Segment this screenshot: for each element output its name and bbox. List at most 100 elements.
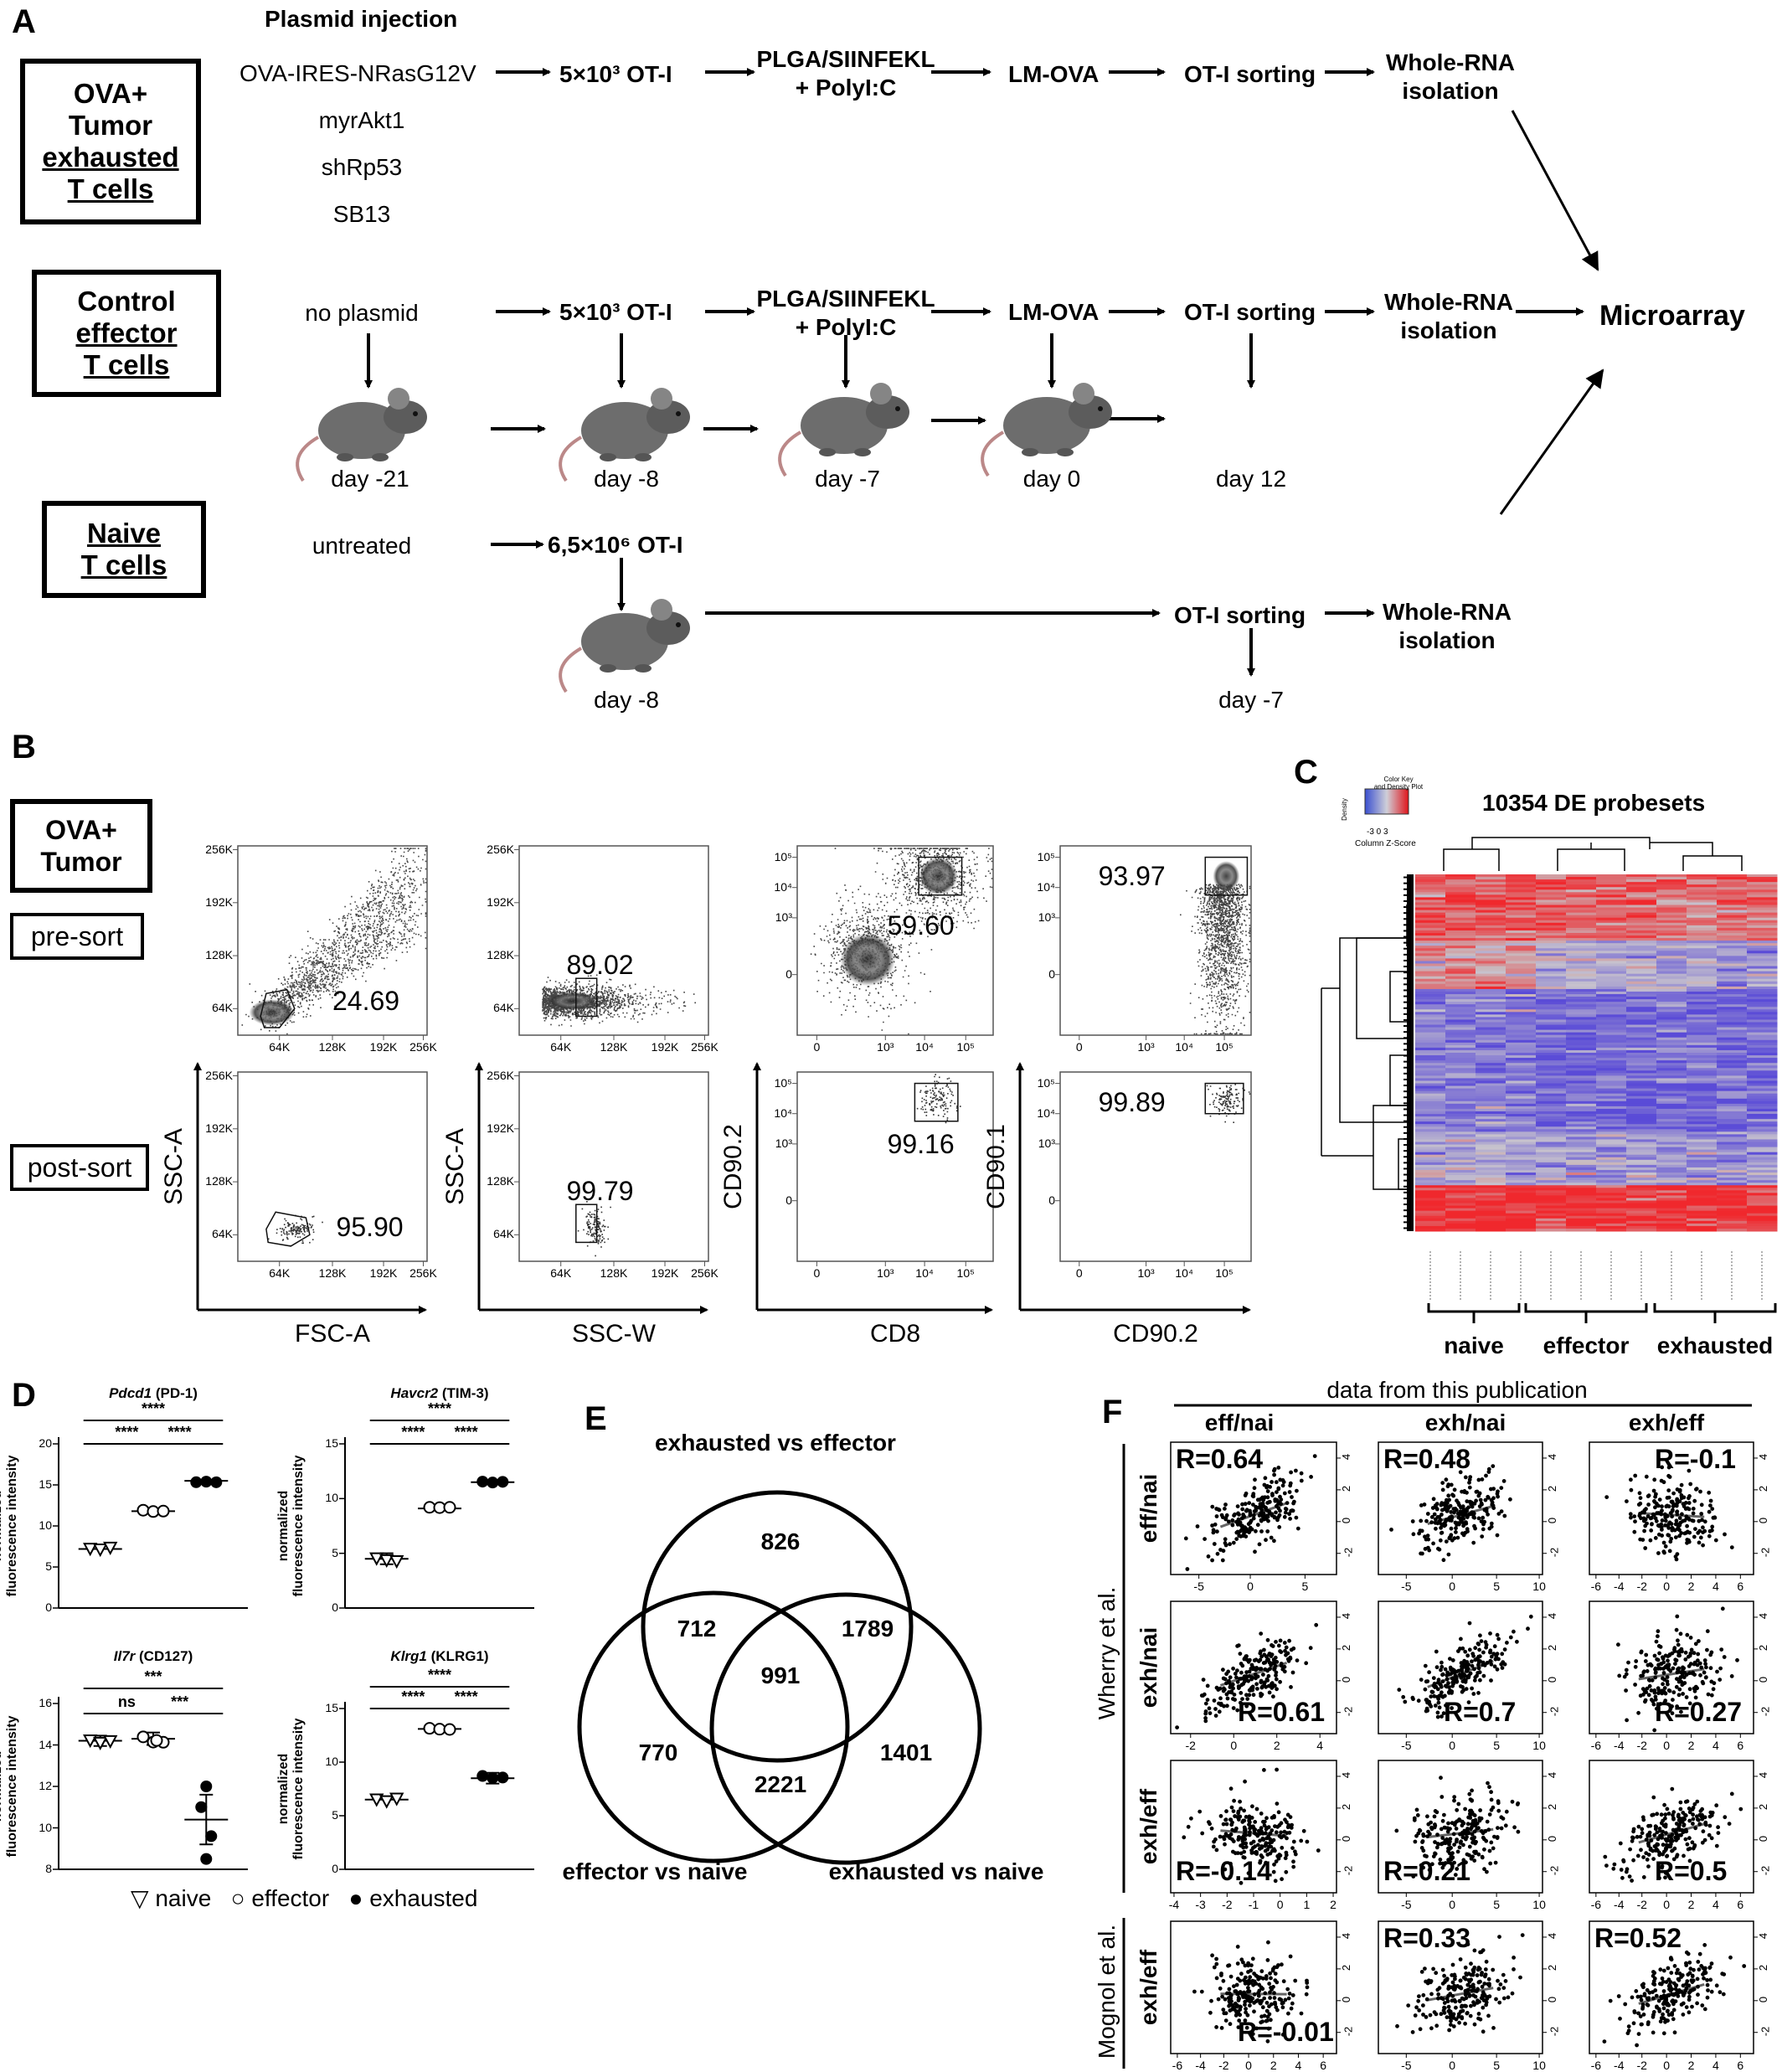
heatmap-cell xyxy=(1445,971,1476,975)
mouse-icon xyxy=(981,383,1112,477)
heatmap-cell xyxy=(1717,1124,1748,1127)
mouse-icon xyxy=(778,383,909,477)
heatmap-cell xyxy=(1717,1108,1748,1112)
heatmap-cell xyxy=(1415,1139,1446,1142)
heatmap-cell xyxy=(1626,915,1657,919)
heatmap-cell xyxy=(1626,887,1657,890)
box-line: effector xyxy=(75,317,178,348)
heatmap-cell xyxy=(1626,894,1657,898)
heatmap-cell xyxy=(1536,1070,1567,1074)
heatmap-cell xyxy=(1445,1139,1476,1142)
heatmap-cell xyxy=(1566,910,1597,914)
ylabel-line: normalized xyxy=(276,1753,291,1825)
y-tick: 256K xyxy=(487,1068,514,1082)
heatmap-cell xyxy=(1747,1225,1778,1229)
heatmap-cell xyxy=(1596,1024,1627,1028)
heatmap-cell xyxy=(1566,1009,1597,1013)
heatmap-cell xyxy=(1656,938,1687,941)
facs-events xyxy=(810,848,993,1035)
heatmap-cell xyxy=(1536,1175,1567,1178)
heatmap-cell xyxy=(1656,1065,1687,1069)
heatmap-cell xyxy=(1536,925,1567,929)
y-tick: -2 xyxy=(1548,1865,1561,1875)
heatmap-cell xyxy=(1476,961,1506,964)
heatmap-cell xyxy=(1445,953,1476,956)
heatmap-cell xyxy=(1747,963,1778,967)
heatmap-cell xyxy=(1476,999,1506,1002)
mouse-icon xyxy=(559,599,690,693)
legend-d: ▽ naive ○ effector ● exhausted xyxy=(131,1884,477,1912)
protein-name: (TIM-3) xyxy=(438,1385,489,1401)
heatmap-cell xyxy=(1445,1027,1476,1031)
heatmap-cell xyxy=(1445,1073,1476,1076)
heatmap-cell xyxy=(1596,1173,1627,1176)
heatmap-cell xyxy=(1445,1114,1476,1117)
heatmap-cell xyxy=(1566,935,1597,939)
heatmap-cell xyxy=(1445,902,1476,906)
heatmap-cell xyxy=(1687,1121,1718,1125)
mouse-foot xyxy=(1022,448,1038,456)
heatmap-cell xyxy=(1536,1090,1567,1095)
heatmap-cell xyxy=(1596,1095,1627,1100)
heatmap-cell xyxy=(1626,1142,1657,1146)
x-tick: 10 xyxy=(1532,1898,1546,1911)
heatmap-cell xyxy=(1656,1198,1687,1201)
heatmap-cell xyxy=(1536,963,1567,967)
facs-plot-frame xyxy=(796,845,994,1036)
heatmap-cell xyxy=(1566,1029,1597,1033)
heatmap-cell xyxy=(1445,961,1476,964)
r-value: R=0.5 xyxy=(1655,1856,1728,1886)
heatmap-cell xyxy=(1747,1106,1778,1110)
heatmap-cell xyxy=(1656,1034,1687,1039)
heatmap-cell xyxy=(1506,907,1537,911)
heatmap-cell xyxy=(1626,1215,1657,1219)
heatmap-cell xyxy=(1656,1149,1687,1153)
heatmap-cell xyxy=(1445,1019,1476,1023)
heatmap-cell xyxy=(1476,1083,1506,1087)
heatmap-cell xyxy=(1415,1088,1446,1092)
heatmap-cell xyxy=(1506,1159,1537,1163)
plga-line: PLGA/SIINFEKL xyxy=(756,46,935,72)
x-tick: 0 xyxy=(1247,1580,1254,1593)
y-tick: 4 xyxy=(1340,1932,1353,1940)
heatmap-cell xyxy=(1747,1131,1778,1135)
heatmap-cell xyxy=(1747,1159,1778,1163)
heatmap-cell xyxy=(1656,915,1687,919)
heatmap-cell xyxy=(1506,991,1537,995)
heatmap-cell xyxy=(1536,1012,1567,1015)
plga-line: PLGA/SIINFEKL xyxy=(756,286,935,312)
heatmap-cell xyxy=(1687,1178,1718,1181)
heatmap-cell xyxy=(1445,1134,1476,1137)
heatmap-cell xyxy=(1506,1157,1537,1161)
mouse-ear xyxy=(388,388,409,410)
gate-value: 95.90 xyxy=(336,1212,404,1243)
y-tick: 4 xyxy=(1340,1453,1353,1461)
heatmap-cell xyxy=(1476,1147,1506,1151)
heatmap-cell xyxy=(1566,882,1597,885)
x-tick: 0 xyxy=(813,1266,821,1280)
ylabel-line: normalized xyxy=(0,1750,4,1822)
heatmap-cell xyxy=(1596,1042,1627,1046)
heatmap-cell xyxy=(1626,1049,1657,1054)
dendro-leaves xyxy=(1407,874,1414,1231)
heatmap-cell xyxy=(1596,1111,1627,1115)
heatmap-cell xyxy=(1626,917,1657,921)
heatmap-cell xyxy=(1596,1218,1627,1222)
heatmap-cell xyxy=(1566,1228,1597,1232)
heatmap-cell xyxy=(1415,1027,1446,1031)
gene-name: Klrg1 xyxy=(390,1648,427,1664)
heatmap-cell xyxy=(1476,899,1506,903)
heatmap-cell xyxy=(1476,1014,1506,1018)
heatmap-cell xyxy=(1506,910,1537,914)
heatmap-cell xyxy=(1687,971,1718,975)
heatmap-cell xyxy=(1717,1070,1748,1074)
heatmap-cell xyxy=(1687,887,1718,890)
heatmap-cell xyxy=(1626,1060,1657,1064)
y-tick: 5 xyxy=(332,1808,338,1822)
gate-value: 24.69 xyxy=(332,986,400,1017)
y-tick: 4 xyxy=(1546,1453,1559,1461)
heatmap-cell xyxy=(1626,1108,1657,1112)
heatmap-cell xyxy=(1566,1080,1597,1085)
heatmap-cell xyxy=(1747,1129,1778,1132)
x-tick: -4 xyxy=(1614,1580,1625,1593)
